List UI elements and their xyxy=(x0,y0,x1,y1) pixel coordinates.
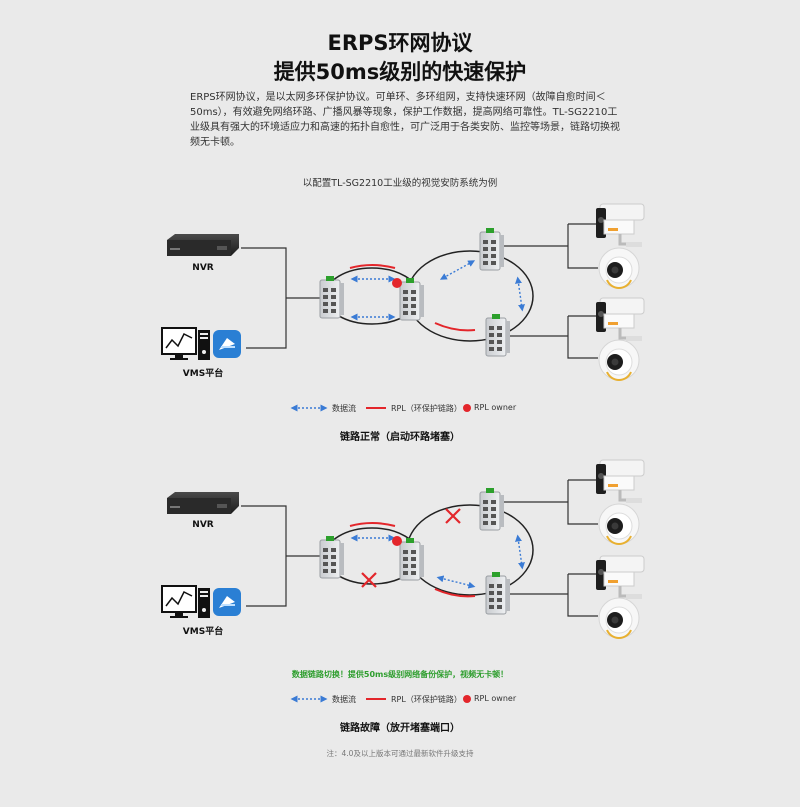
dome-camera-icon xyxy=(598,247,640,289)
nvr-label: NVR xyxy=(192,263,214,273)
legend-rpl: RPL（环保护链路） xyxy=(391,695,462,704)
switch-icon xyxy=(479,227,505,271)
scenario-normal-topology xyxy=(161,202,646,381)
example-caption: 以配置TL-SG2210工业级的视觉安防系统为例 xyxy=(302,178,498,189)
legend-data-flow: 数据流 xyxy=(332,695,356,704)
bullet-camera-icon xyxy=(594,202,646,249)
nvr-icon xyxy=(167,234,239,256)
bullet-camera-icon xyxy=(594,554,646,601)
dome-camera-icon xyxy=(598,339,640,381)
legend-rpl: RPL（环保护链路） xyxy=(391,404,462,413)
switch-icon xyxy=(479,487,505,531)
scenario-normal-title: 链路正常（启动环路堵塞） xyxy=(340,432,460,443)
scenario-fault-topology xyxy=(161,458,646,639)
rpl-owner-marker xyxy=(392,536,402,546)
nvr-label: NVR xyxy=(192,520,214,530)
switch-icon xyxy=(485,571,511,615)
legend-normal xyxy=(290,404,471,412)
page-title-line1: ERPS环网协议 xyxy=(327,31,473,55)
rpl-owner-marker xyxy=(392,278,402,288)
footnote: 注：4.0及以上版本可通过最新软件升级支持 xyxy=(326,749,474,758)
legend-data-flow: 数据流 xyxy=(332,404,356,413)
bullet-camera-icon xyxy=(594,458,646,505)
bullet-camera-icon xyxy=(594,296,646,343)
broken-link-icon xyxy=(360,571,378,589)
switch-icon xyxy=(319,275,345,319)
legend-fault xyxy=(290,695,471,703)
vms-platform-icon xyxy=(161,585,242,619)
switch-icon xyxy=(485,313,511,357)
switch-icon xyxy=(399,537,425,581)
vms-label: VMS平台 xyxy=(182,627,224,637)
legend-rpl-owner: RPL owner xyxy=(474,694,517,703)
success-message: 数据链路切换！提供50ms级别网络备份保护，视频无卡顿！ xyxy=(291,670,509,679)
vms-platform-icon xyxy=(161,327,242,361)
nvr-icon xyxy=(167,492,239,514)
scenario-fault-title: 链路故障（放开堵塞端口） xyxy=(340,723,460,734)
page-title-line2: 提供50ms级别的快速保护 xyxy=(273,60,527,84)
description-paragraph: ERPS环网协议，是以太网多环保护协议。可单环、多环组网，支持快速环网（故障自愈… xyxy=(190,92,620,148)
legend-rpl-owner: RPL owner xyxy=(474,403,517,412)
broken-link-icon xyxy=(444,507,462,525)
dome-camera-icon xyxy=(598,597,640,639)
switch-icon xyxy=(319,535,345,579)
switch-icon xyxy=(399,277,425,321)
vms-label: VMS平台 xyxy=(182,369,224,379)
dome-camera-icon xyxy=(598,503,640,545)
